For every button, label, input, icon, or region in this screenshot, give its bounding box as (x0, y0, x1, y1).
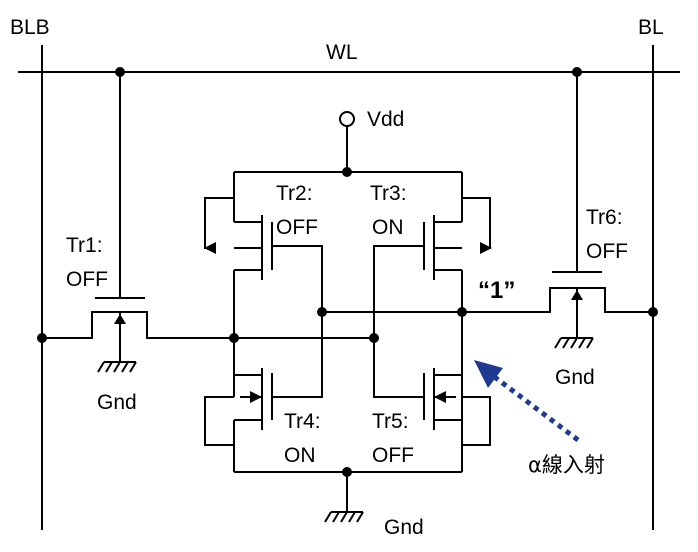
bl-label: BL (638, 16, 664, 39)
stored-value-label: “1” (478, 277, 515, 304)
wl-label: WL (326, 41, 358, 64)
junction-wl-tr6 (572, 67, 582, 77)
tr2-body-wire (204, 197, 234, 249)
junction-left-node (229, 333, 239, 343)
tr1-state: OFF (66, 268, 108, 291)
tr4-state: ON (284, 444, 316, 467)
left-gate-wire (272, 245, 323, 398)
tr5-body-wire (462, 396, 491, 446)
tr1-arrow (114, 314, 126, 324)
tr4-name: Tr4: (284, 410, 321, 433)
tr2-state: OFF (276, 216, 318, 239)
junction-right-node (457, 307, 467, 317)
tr6-arrow (571, 290, 583, 300)
tr6-name: Tr6: (586, 206, 623, 229)
junction-right-cross (317, 307, 327, 317)
tr3-name: Tr3: (370, 182, 407, 205)
junction-bl (648, 307, 658, 317)
vdd-terminal (339, 111, 355, 127)
junction-left-cross (369, 333, 379, 343)
tr4-body-wire (204, 396, 234, 446)
tr6-state: OFF (586, 240, 628, 263)
gnd-tr6-label: Gnd (555, 366, 595, 389)
tr5-state: OFF (372, 444, 414, 467)
junction-blb (37, 333, 47, 343)
junction-vdd (342, 167, 352, 177)
junction-wl-tr1 (115, 67, 125, 77)
tr2-name: Tr2: (276, 182, 313, 205)
gnd-tr1-label: Gnd (97, 391, 137, 414)
right-gate-wire (373, 245, 424, 398)
tr5-name: Tr5: (372, 410, 409, 433)
gnd-bottom-label: Gnd (384, 516, 424, 539)
alpha-arrow-line (490, 373, 580, 442)
tr3-state: ON (372, 216, 404, 239)
tr3-body-wire (462, 197, 491, 249)
tr1-name: Tr1: (66, 234, 103, 257)
junction-gnd (342, 467, 352, 477)
tr1-channel (42, 311, 234, 339)
vdd-label: Vdd (367, 108, 404, 131)
blb-label: BLB (10, 16, 50, 39)
alpha-arrow-head (474, 360, 503, 388)
alpha-label: α線入射 (528, 453, 605, 477)
